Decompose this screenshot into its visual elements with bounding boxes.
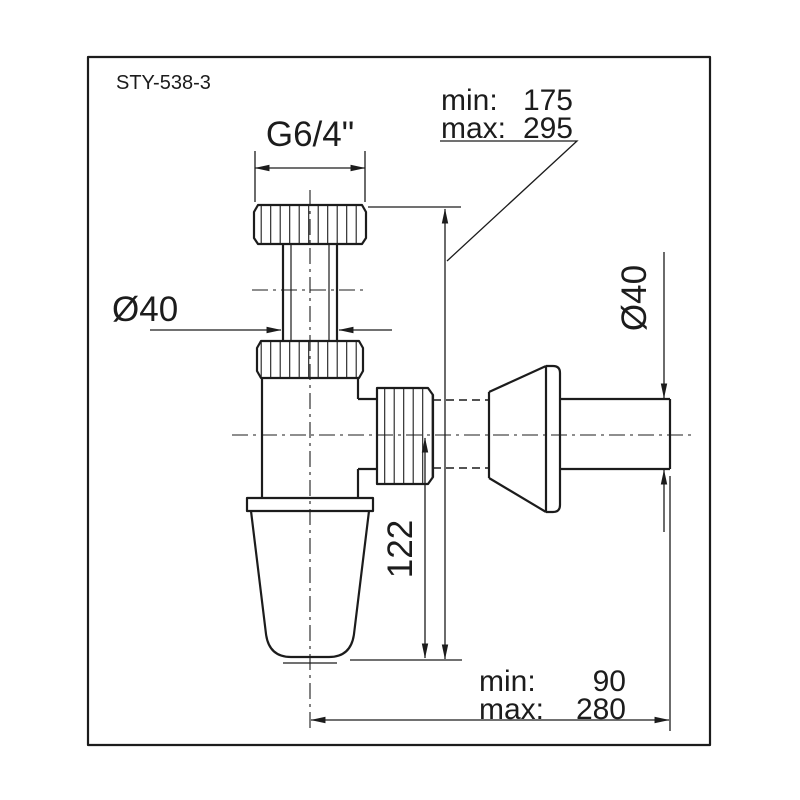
height-min-value: 175 (523, 84, 573, 117)
wall-pipe (560, 397, 672, 471)
height-max-value: 295 (523, 112, 573, 145)
dim-trap-depth: 122 (381, 437, 429, 659)
escutcheon-flange (546, 364, 562, 514)
dim-outlet-diameter: Ø40 (615, 252, 668, 532)
reach-min-label: min: (479, 665, 536, 698)
inlet-union-nut (252, 203, 368, 246)
height-min-label: min: (441, 84, 498, 117)
model-number: STY-538-3 (116, 72, 211, 94)
dim-thread-extension-lines (254, 151, 366, 202)
reach-max-label: max: (479, 693, 544, 726)
bottle-trap (245, 203, 435, 664)
outlet-union-nut (375, 386, 435, 486)
escutcheon-cone (487, 364, 548, 513)
centerlines (232, 190, 694, 731)
inlet-pipe-inner-wall (290, 244, 330, 341)
wall-connection (487, 364, 672, 514)
dim-height-leader (440, 140, 579, 262)
trap-cup (249, 510, 371, 659)
hidden-outlet-pipe (433, 399, 489, 469)
cup-rim (245, 496, 375, 513)
inlet-diameter-label: Ø40 (112, 290, 178, 329)
reach-min-value: 90 (593, 665, 626, 698)
dim-height: min: 175 max: 295 (350, 84, 579, 661)
dim-inlet-diameter: Ø40 (112, 290, 392, 334)
dim-reach: min: 90 max: 280 (310, 476, 671, 731)
lock-nut (255, 339, 365, 380)
trap-body (260, 378, 377, 498)
trap-depth-label: 122 (381, 520, 420, 578)
outlet-diameter-label: Ø40 (615, 265, 654, 331)
height-max-label: max: (441, 112, 506, 145)
inlet-pipe (281, 244, 339, 341)
reach-max-value: 280 (576, 693, 626, 726)
dim-thread: G6/4" (254, 115, 366, 202)
thread-size-label: G6/4" (266, 115, 354, 154)
drawing-frame (86, 55, 712, 747)
